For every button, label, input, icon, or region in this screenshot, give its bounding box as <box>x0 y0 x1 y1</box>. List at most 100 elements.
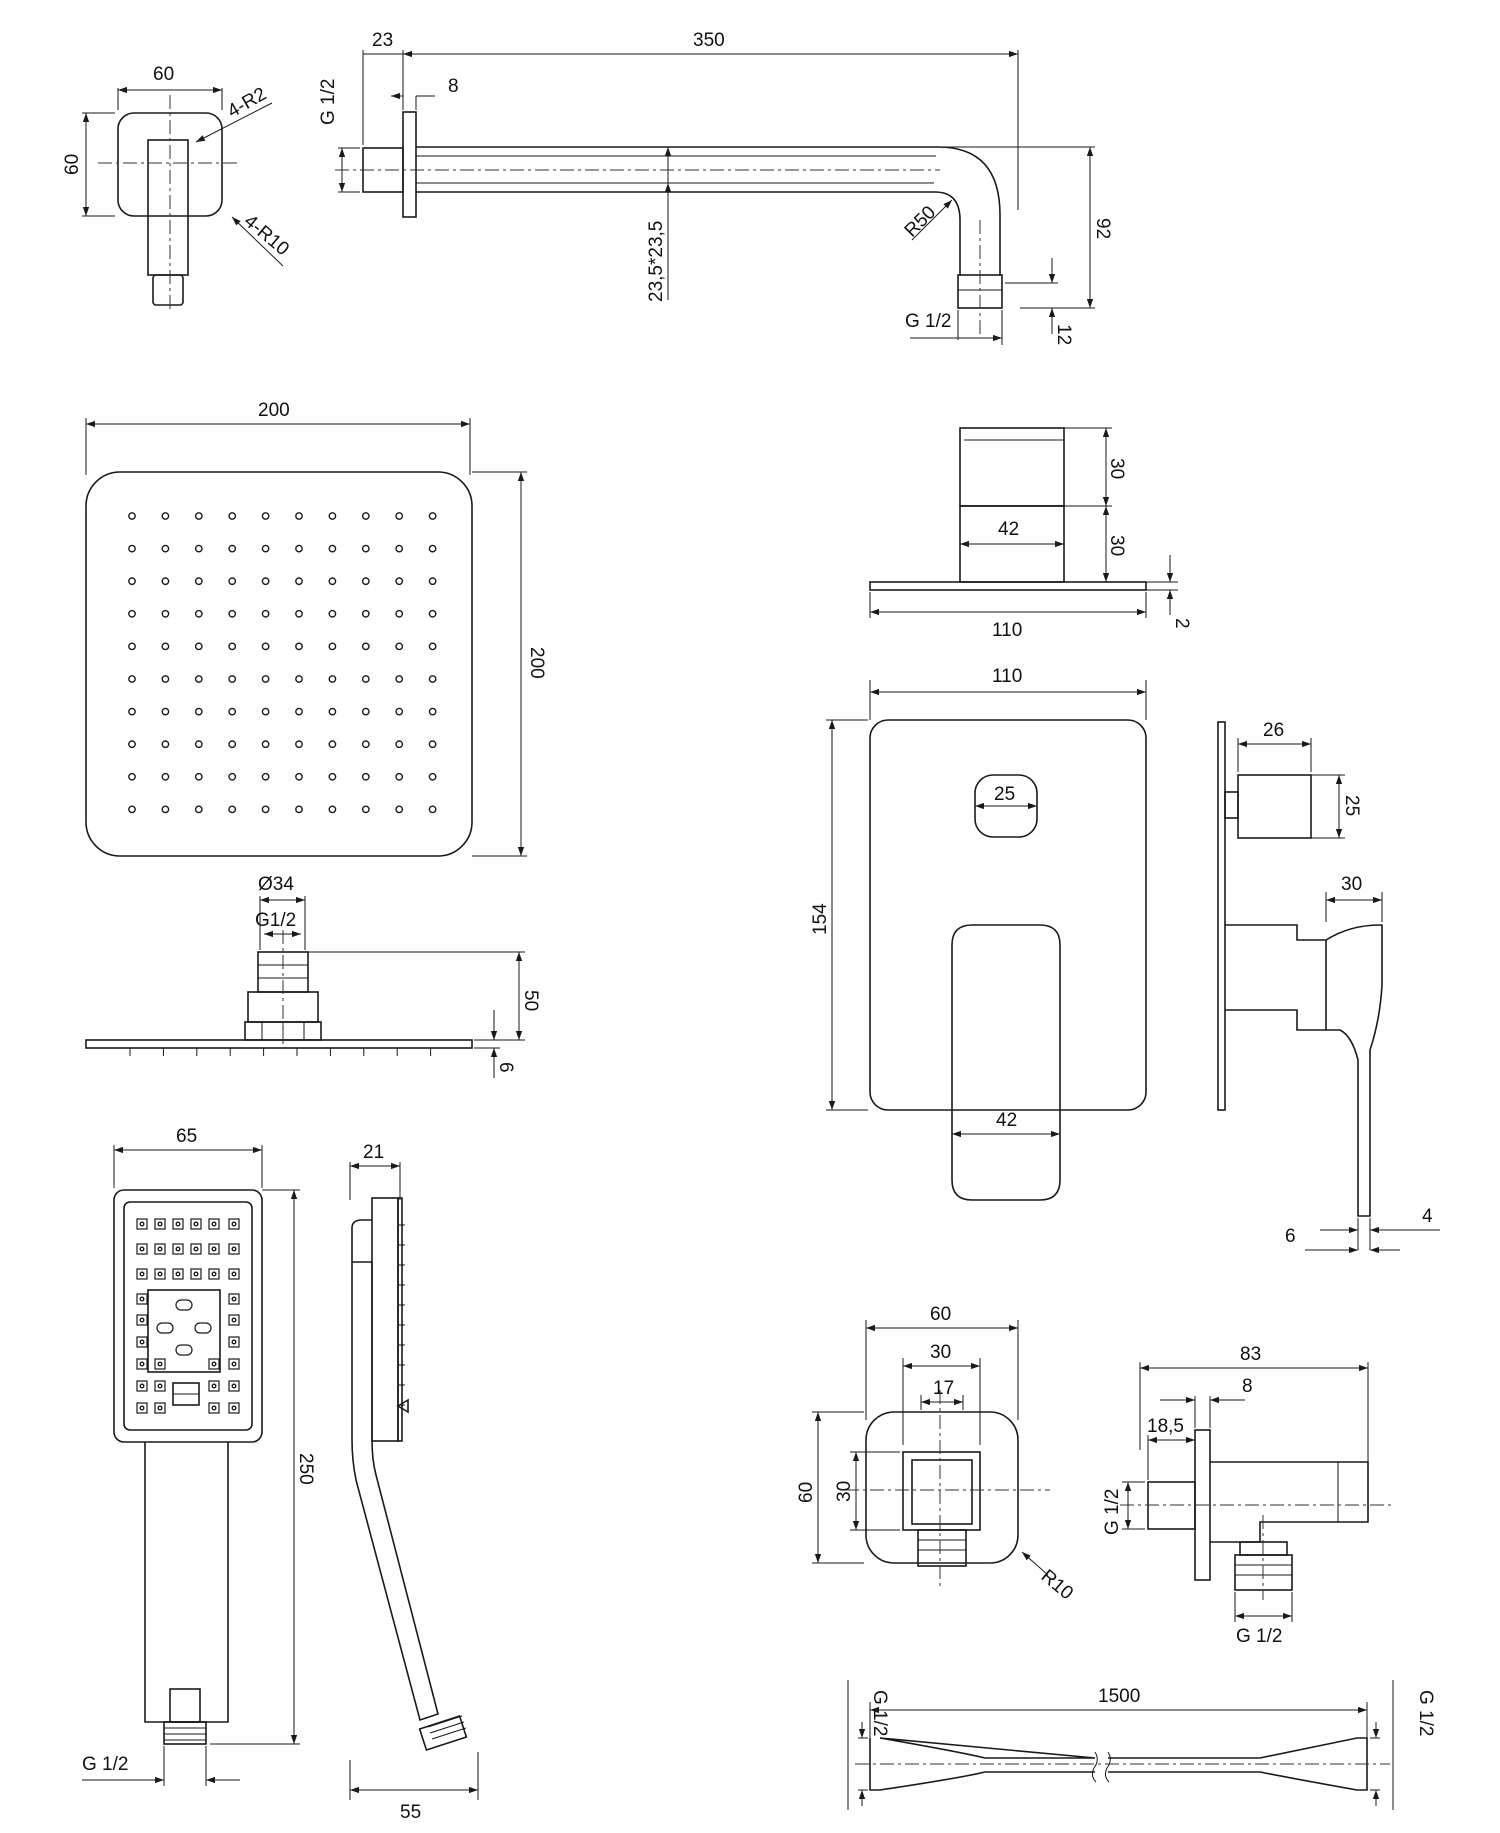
arm-bend-radius-label: R50 <box>901 202 940 241</box>
arm-drop-label: 92 <box>1092 218 1113 239</box>
hand-shower-offset-label: 55 <box>400 1802 421 1823</box>
nozzle-dot <box>228 512 237 520</box>
head-connector-diameter-label: Ø34 <box>258 874 294 895</box>
hand-nozzle <box>190 1268 202 1280</box>
hand-nozzle-dot <box>157 1383 163 1389</box>
wall-outlet-side-view: 83 8 18,5 G 1/2 G 1/2 <box>1102 1344 1395 1647</box>
nozzle-dot <box>194 544 203 553</box>
nozzle-dot <box>161 707 170 716</box>
nozzle-dot <box>194 675 203 683</box>
mixer-plate-width-label: 110 <box>992 666 1022 687</box>
nozzle-dot <box>295 740 303 749</box>
nozzle-dot <box>428 512 437 520</box>
hand-nozzle-dot <box>193 1271 199 1277</box>
nozzle-dot <box>128 609 136 618</box>
hand-shower-side-nozzles <box>398 1224 405 1406</box>
hand-nozzle <box>136 1243 148 1255</box>
nozzle-dot <box>395 609 404 618</box>
hand-nozzle-dot <box>139 1361 145 1367</box>
nozzle-dot <box>161 609 170 618</box>
hand-nozzle-dot <box>211 1361 217 1367</box>
hand-shower-width-label: 65 <box>176 1126 197 1147</box>
nozzle-dot <box>161 544 170 553</box>
nozzle-dot <box>128 675 136 683</box>
hand-nozzle <box>228 1380 240 1392</box>
nozzle-dot <box>128 577 136 586</box>
nozzle-dot <box>194 772 203 781</box>
nozzle-dot <box>295 544 303 553</box>
nozzle-dot <box>261 577 270 586</box>
hand-nozzle <box>136 1268 148 1280</box>
hand-nozzle-dot <box>139 1246 145 1252</box>
arm-profile-label: 23,5*23,5 <box>646 221 667 302</box>
nozzle-dot <box>395 577 404 586</box>
nozzle-dot <box>161 805 170 814</box>
hand-nozzle <box>228 1268 240 1280</box>
nozzle-dot <box>128 772 136 781</box>
hand-nozzle-dot <box>231 1296 237 1302</box>
handle-plate-thickness-label: 2 <box>1171 618 1192 629</box>
mixer-plate-height-label: 154 <box>810 903 831 935</box>
hand-nozzle <box>172 1243 184 1255</box>
hand-nozzle <box>154 1243 166 1255</box>
nozzle-dot <box>395 805 404 814</box>
nozzle-dot <box>395 740 404 749</box>
nozzle-dot <box>194 512 203 520</box>
nozzle-dot <box>228 642 237 651</box>
nozzle-dot <box>228 740 237 749</box>
nozzle-dot <box>395 707 404 716</box>
nozzle-dot <box>428 805 437 814</box>
head-assembly-height-label: 50 <box>520 990 541 1011</box>
nozzle-dot <box>361 512 370 520</box>
nozzle-dot <box>295 642 303 651</box>
nozzle-dot <box>328 642 337 651</box>
hand-nozzle <box>154 1402 166 1414</box>
nozzle-dot <box>328 609 337 618</box>
hand-nozzle-dot <box>231 1339 237 1345</box>
hand-nozzle <box>228 1243 240 1255</box>
outlet-inlet-depth-label: 18,5 <box>1147 1416 1184 1437</box>
nozzle-dot <box>261 740 270 749</box>
mixer-lever-offset-label: 6 <box>1285 1226 1296 1247</box>
nozzle-dot <box>295 805 303 814</box>
hand-shower-side-view: 21 55 <box>349 1142 479 1823</box>
hand-nozzle <box>228 1293 240 1305</box>
hand-nozzle-dot <box>231 1361 237 1367</box>
hand-nozzle-dot <box>211 1271 217 1277</box>
hand-nozzle-dot <box>231 1317 237 1323</box>
hose-left-thread-label: G 1/2 <box>869 1690 890 1736</box>
head-nozzle-grid <box>128 512 437 814</box>
hand-nozzle-dot <box>231 1405 237 1411</box>
nozzle-dot <box>395 544 404 553</box>
outlet-depth-label: 83 <box>1240 1344 1261 1365</box>
nozzle-dot <box>361 740 370 749</box>
hand-nozzle <box>228 1336 240 1348</box>
hand-nozzle-dot <box>139 1317 145 1323</box>
arm-flange-top-view: 60 60 4-R2 4-R10 <box>62 64 293 310</box>
nozzle-dot <box>161 642 170 651</box>
nozzle-dot <box>228 707 237 716</box>
nozzle-dot <box>361 577 370 586</box>
nozzle-dot <box>395 642 404 651</box>
hand-nozzle <box>208 1380 220 1392</box>
hand-nozzle-dot <box>157 1405 163 1411</box>
hand-shower-length-label: 250 <box>295 1453 316 1485</box>
nozzle-dot <box>194 642 203 651</box>
hand-center-nozzle <box>175 1299 193 1311</box>
hand-nozzle-dot <box>231 1383 237 1389</box>
arm-flange-height-label: 60 <box>62 154 83 175</box>
shower-head-top-view: 200 200 <box>85 400 547 857</box>
nozzle-dot <box>295 675 303 683</box>
hand-nozzle <box>228 1402 240 1414</box>
mixer-lever-depth-label: 30 <box>1341 874 1362 895</box>
nozzle-dot <box>128 805 136 814</box>
outlet-plate-height-label: 60 <box>796 1482 817 1503</box>
nozzle-dot <box>194 577 203 586</box>
hand-nozzle-dot <box>231 1221 237 1227</box>
nozzle-dot <box>328 707 337 716</box>
hand-nozzle <box>136 1293 148 1305</box>
handle-bottom-height-label: 30 <box>1106 535 1127 556</box>
shower-hose-view: 1500 G 1/2 G 1/2 <box>847 1680 1436 1810</box>
shower-arm-side-view: 350 23 8 G 1/2 23,5*23,5 R50 92 12 G 1/2 <box>318 30 1113 345</box>
hand-shower-thickness-label: 21 <box>363 1142 384 1163</box>
